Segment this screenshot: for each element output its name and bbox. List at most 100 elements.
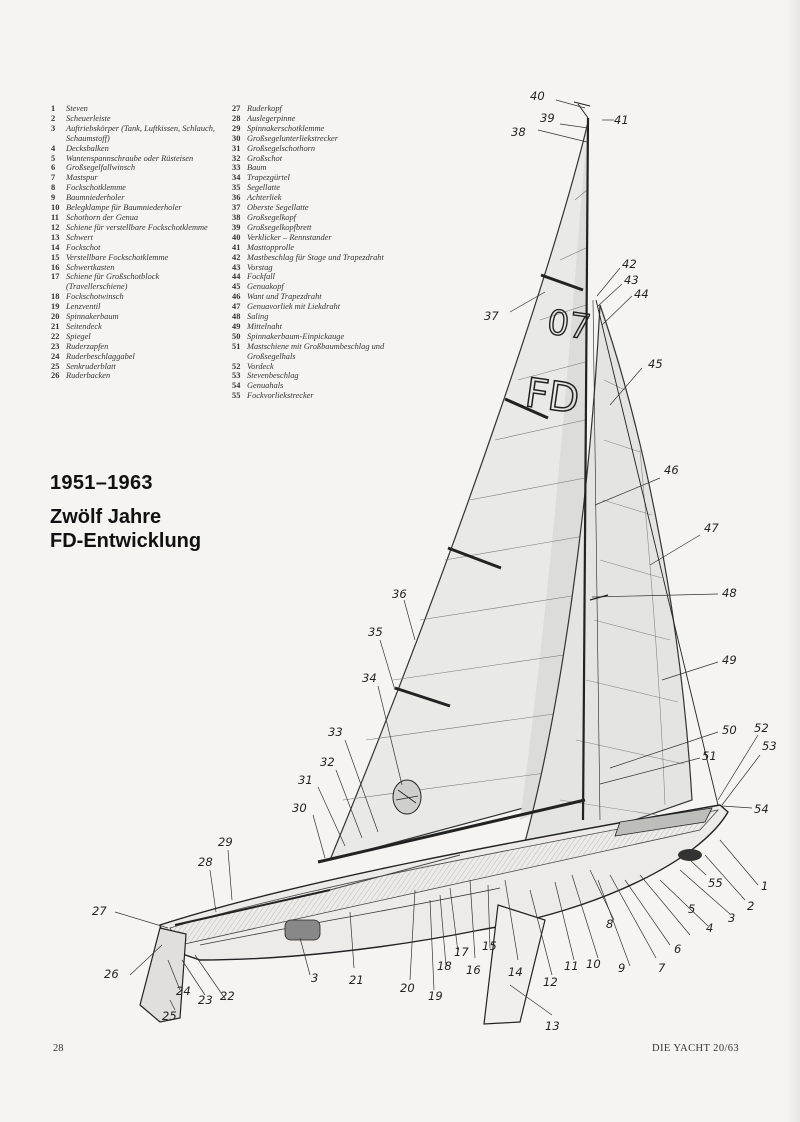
callout-14: 14 [508, 965, 523, 979]
callout-35: 35 [368, 625, 383, 639]
legend-item: 4 Decksbalken [51, 144, 221, 154]
legend-text: Fockschotwinsch [66, 292, 124, 302]
callout-39: 39 [540, 111, 555, 125]
legend-number: 4 [51, 143, 56, 153]
headline-years: 1951–1963 [50, 472, 153, 494]
legend-text: Baumniederholer [66, 193, 125, 203]
legend-number: 17 [51, 272, 60, 282]
rig [573, 101, 719, 821]
tiller-extension [329, 854, 461, 891]
legend-number: 41 [232, 242, 241, 252]
callout-9: 9 [618, 961, 625, 975]
callout-51: 51 [702, 749, 717, 763]
legend-text: Fockfall [247, 272, 275, 282]
callout-55: 55 [708, 876, 723, 890]
callout-1: 1 [761, 879, 768, 893]
legend-number: 10 [51, 203, 60, 213]
callout-16: 16 [466, 963, 481, 977]
callout-32: 32 [320, 755, 335, 769]
callout-22: 22 [220, 989, 235, 1003]
legend-text: Mastspur [66, 173, 98, 183]
legend-number: 35 [232, 183, 241, 193]
legend-item: 27 Ruderkopf [232, 104, 432, 114]
leader-lines [114, 99, 761, 1016]
callout-3-repeat: 3 [311, 971, 318, 985]
sail-class-letters: FD [522, 370, 582, 423]
callout-4: 4 [706, 921, 713, 935]
legend-text: Trapezgürtel [247, 173, 290, 183]
legend-number: 50 [232, 331, 241, 341]
buoyancy-hatch [678, 849, 702, 861]
legend-number: 24 [51, 351, 60, 361]
headline-line-2: FD-Entwicklung [50, 530, 202, 552]
legend-text: Seitendeck [66, 321, 102, 331]
legend-number: 7 [51, 173, 56, 183]
callout-48: 48 [722, 586, 737, 600]
page-number: 28 [53, 1043, 64, 1054]
callout-33: 33 [328, 725, 343, 739]
callout-43: 43 [624, 273, 639, 287]
legend-text: Schwertkasten [66, 262, 115, 272]
legend-text: Vordeck [247, 361, 274, 371]
legend-text: Masttopprolle [247, 242, 295, 252]
callout-20: 20 [400, 981, 415, 995]
legend-text: Baum [247, 163, 267, 173]
legend-number: 23 [51, 341, 60, 351]
legend-text: Großsegelkopfbrett [247, 222, 312, 232]
centreboard [483, 904, 546, 1025]
trapeze-harness [392, 779, 422, 815]
mast [581, 117, 590, 821]
rudder-assembly [139, 854, 461, 1023]
legend-number: 21 [51, 321, 60, 331]
callout-23: 23 [198, 993, 213, 1007]
legend-number: 12 [51, 222, 60, 232]
legend-number: 8 [51, 183, 56, 193]
callout-24: 24 [176, 984, 191, 998]
legend-text: Want und Trapezdraht [247, 292, 322, 302]
legend-text: Decksbalken [66, 143, 109, 153]
legend-text: Großsegelunterliekstrecker [247, 133, 339, 143]
legend-text: Ruderkopf [247, 104, 282, 113]
legend-number: 11 [51, 212, 59, 222]
callout-45: 45 [648, 357, 663, 371]
callout-25: 25 [162, 1009, 177, 1023]
spreader [589, 594, 609, 601]
callout-29: 29 [218, 835, 233, 849]
legend-text: Mastbeschlag für Stage und Trapezdraht [247, 252, 384, 262]
foredeck [614, 807, 713, 837]
callout-2: 2 [747, 899, 754, 913]
legend-number: 27 [232, 104, 241, 113]
callout-40: 40 [530, 89, 545, 103]
callout-15: 15 [482, 939, 497, 953]
callout-10: 10 [586, 957, 601, 971]
hull [159, 804, 729, 961]
legend-text: Spinnakerbaum [66, 312, 119, 322]
callout-50: 50 [722, 723, 737, 737]
legend-number: 20 [51, 312, 60, 322]
callout-28: 28 [198, 855, 213, 869]
legend-text: Schothorn der Genua [66, 212, 139, 222]
callout-7: 7 [658, 961, 666, 975]
callout-47: 47 [704, 521, 719, 535]
legend-text: Großsegelschothorn [247, 143, 316, 153]
legend-number: 51 [232, 341, 241, 351]
legend-text: Vorstag [247, 262, 273, 272]
